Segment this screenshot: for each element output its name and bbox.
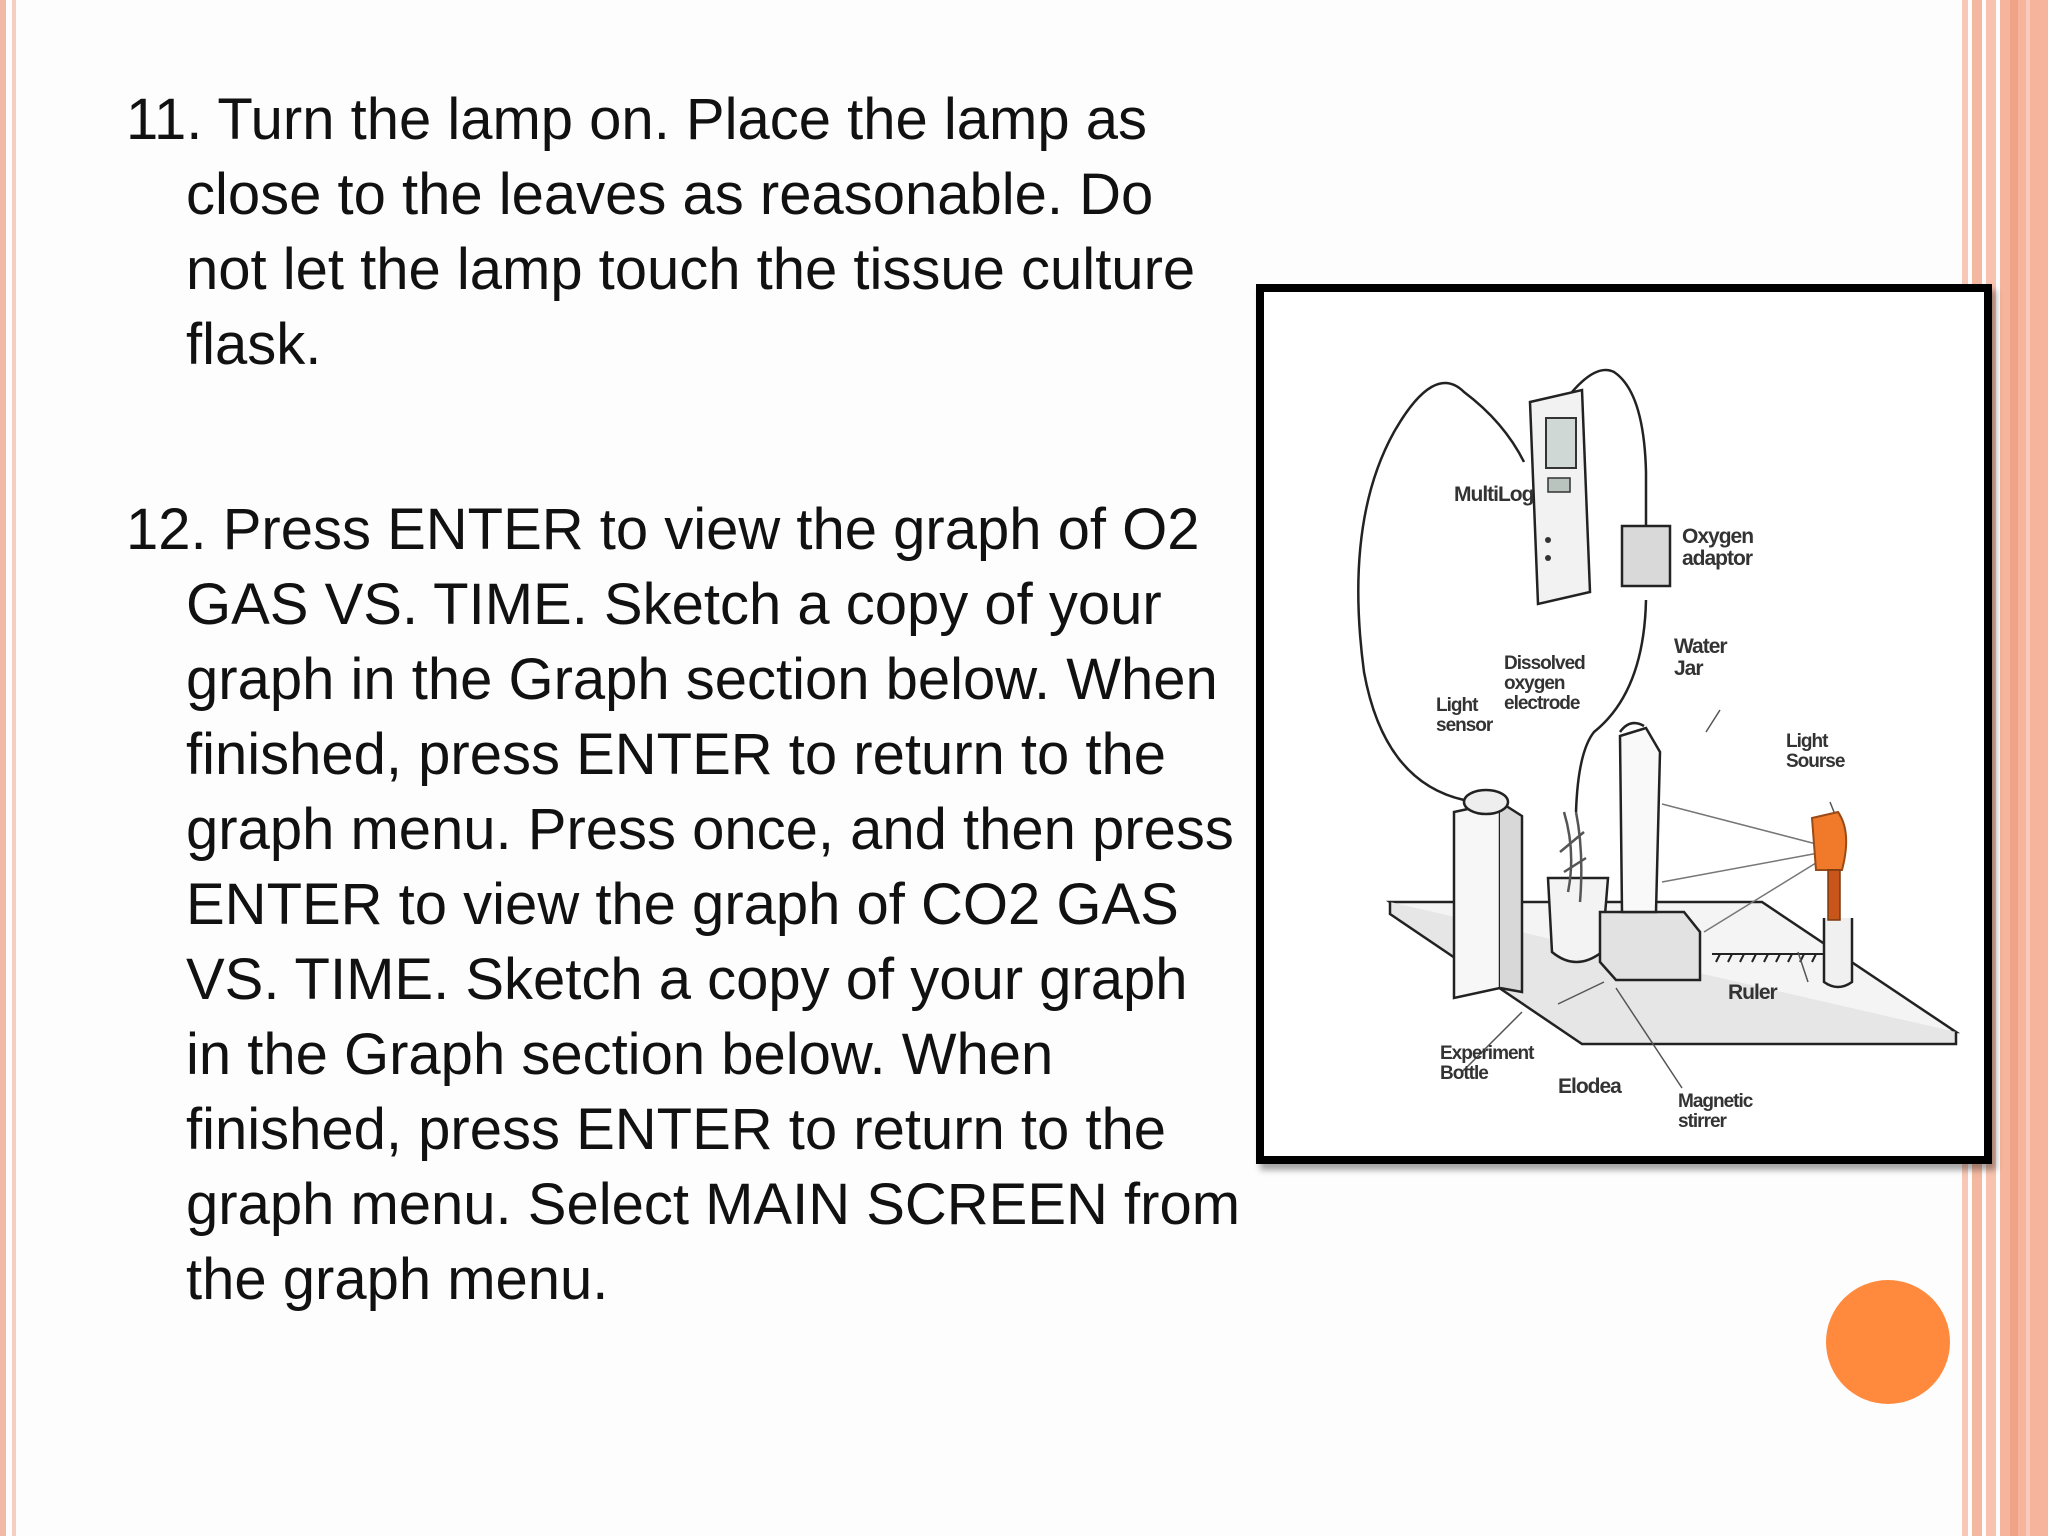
label-ruler: Ruler [1728, 981, 1778, 1004]
label-water-jar: Water Jar [1674, 635, 1728, 680]
label-dissolved-oxygen-electrode: Dissolved oxygen electrode [1504, 653, 1586, 714]
instructions-list: 11. Turn the lamp on. Place the lamp as … [126, 82, 1246, 1317]
apparatus-diagram: MultiLog Oxygen adaptor Water Jar Dissol… [1256, 284, 1992, 1164]
apparatus-illustration [1357, 368, 1961, 1089]
left-border-stripe-inner [12, 0, 16, 1536]
oxygen-adaptor-cable [1563, 368, 1648, 552]
right-border-stripe-6 [2026, 0, 2030, 1536]
elodea-plant [1559, 811, 1587, 903]
lamp [1810, 810, 1848, 921]
right-border-stripe-5 [2010, 0, 2018, 1536]
label-magnetic-stirrer: Magnetic stirrer [1678, 1091, 1753, 1132]
label-light-source: Light Sourse [1786, 731, 1845, 772]
right-border-stripe-4 [2000, 0, 2048, 1536]
label-experiment-bottle: Experiment Bottle [1440, 1043, 1534, 1084]
light-rays [1661, 803, 1825, 933]
label-light-sensor: Light sensor [1436, 695, 1493, 736]
step-11: 11. Turn the lamp on. Place the lamp as … [126, 87, 1196, 377]
label-oxygen-adaptor: Oxygen adaptor [1682, 525, 1754, 570]
magnetic-stirrer [1598, 910, 1702, 982]
water-jar [1618, 726, 1662, 914]
light-sensor-cable [1357, 381, 1526, 802]
label-multilog: MultiLog [1454, 483, 1534, 506]
left-border-stripe [0, 0, 6, 1536]
label-elodea: Elodea [1558, 1075, 1622, 1098]
light-sensor-box [1452, 800, 1502, 1000]
decorative-orange-circle [1826, 1280, 1950, 1404]
oxygen-adaptor-box [1620, 524, 1672, 588]
step-12: 12. Press ENTER to view the graph of O2 … [126, 497, 1241, 1312]
ruler-hatch [1712, 953, 1824, 963]
electrode-cable [1574, 599, 1648, 813]
light-source-stand [1822, 918, 1854, 989]
multilog-device [1528, 388, 1592, 606]
light-sensor-disc [1462, 788, 1510, 816]
